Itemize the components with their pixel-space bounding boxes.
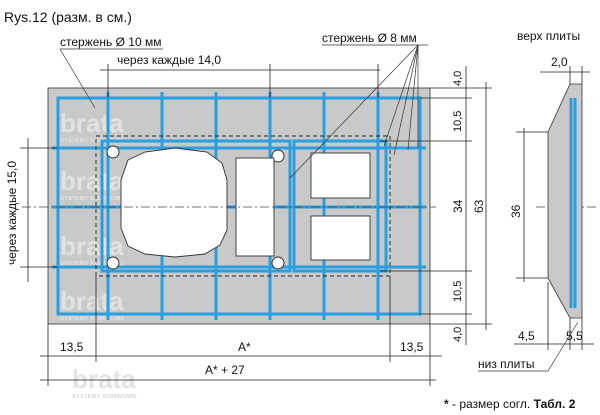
label-every-14: через каждые 14,0	[117, 53, 221, 67]
corner-hole	[271, 256, 285, 270]
watermark-tagline: SYSTEMY KOMINOWE	[60, 316, 125, 322]
watermark-brand: brata	[60, 231, 124, 261]
opening-outline	[95, 135, 391, 277]
watermark-brand: brata	[60, 166, 124, 196]
rebar-inner-frame-right	[292, 139, 388, 273]
dim-side-height: 36	[509, 204, 523, 218]
corner-hole	[106, 145, 120, 159]
label-every-15: через каждые 15,0	[5, 161, 19, 265]
watermark-brand: brata	[60, 108, 124, 138]
vent-opening-lower	[310, 215, 371, 261]
watermark-tagline: SYSTEMY KOMINOWE	[60, 196, 125, 202]
dim-side-top: 2,0	[551, 55, 568, 69]
corner-hole	[106, 256, 120, 270]
footnote-text: - размер согл.	[449, 397, 534, 411]
watermark-group: brata SYSTEMY KOMINOWE brata SYSTEMY KOM…	[60, 108, 137, 400]
dim-side-bottom-left: 4,5	[518, 329, 535, 343]
footnote: * - размер согл. Табл. 2	[444, 397, 576, 411]
dim-v-bottom: 4,0	[452, 327, 464, 342]
label-top-of-slab: верх плиты	[517, 29, 580, 43]
watermark-tagline: SYSTEMY KOMINOWE	[60, 261, 125, 267]
watermark-brand: brata	[60, 286, 124, 316]
dim-left-margin: 13,5	[60, 340, 84, 354]
dim-width-total: A* + 27	[205, 363, 245, 377]
drawing-title: Rys.12 (разм. в см.)	[4, 9, 132, 25]
dim-right-margin: 13,5	[400, 340, 424, 354]
slab-section	[547, 83, 583, 319]
dim-v-upper: 10,5	[452, 111, 464, 132]
dim-v-lower: 10,5	[452, 281, 464, 302]
horizontal-dimensions	[40, 276, 442, 386]
label-rod-8: стержень Ø 8 мм	[322, 31, 417, 45]
corner-hole	[271, 149, 285, 163]
dim-width-a: A*	[238, 340, 251, 354]
vertical-dimensions	[380, 66, 492, 345]
label-bottom-of-slab: низ плиты	[478, 357, 535, 371]
vent-opening-upper	[310, 152, 371, 199]
dim-v-total: 63	[472, 199, 486, 213]
dim-v-mid: 34	[451, 199, 465, 213]
dim-side-bottom-right: 5,5	[566, 329, 583, 343]
footnote-star: *	[444, 397, 449, 411]
flue-opening	[120, 147, 228, 258]
rebar-inner-frame-left	[100, 139, 292, 273]
label-rod-10: стержень Ø 10 мм	[60, 35, 161, 49]
watermark-brand: brata	[72, 364, 136, 394]
footnote-ref: Табл. 2	[534, 397, 576, 411]
watermark-tagline: SYSTEMY KOMINOWE	[72, 394, 137, 400]
dim-v-top: 4,0	[452, 71, 464, 86]
watermark-tagline: SYSTEMY KOMINOWE	[60, 138, 125, 144]
